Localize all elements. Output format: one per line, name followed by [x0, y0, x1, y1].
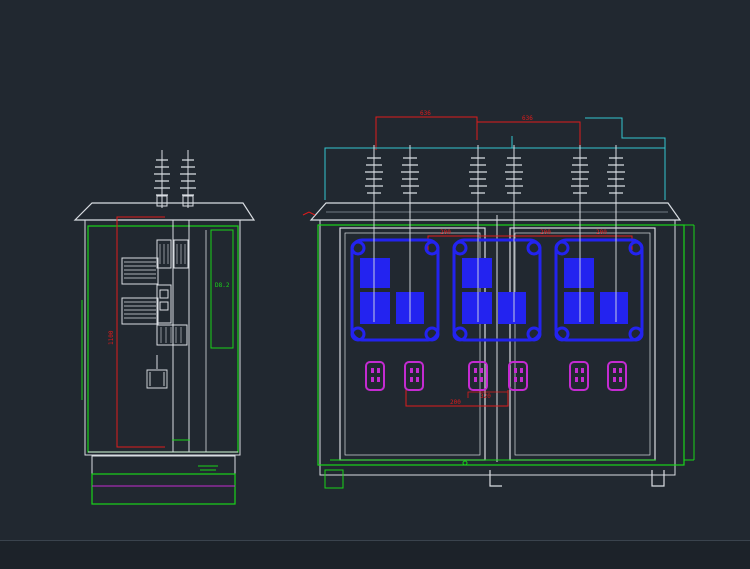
fuse-icon: [468, 361, 488, 391]
svg-text:200: 200: [540, 229, 551, 236]
insulator-bushing-icon: [154, 150, 170, 208]
transformer-coil-icon: [498, 292, 526, 324]
fuse-icon: [365, 361, 385, 391]
fuse-icon: [404, 361, 424, 391]
svg-text:320: 320: [480, 393, 491, 400]
svg-text:200: 200: [596, 229, 607, 236]
transformer-coil-icon: [564, 292, 594, 324]
transformer-coil-icon: [564, 258, 594, 288]
insulator-bushing-icon: [401, 145, 419, 218]
svg-text:200: 200: [450, 399, 461, 406]
fuse-row: [365, 361, 627, 391]
top-dim-label-left: 636: [420, 110, 431, 117]
transformer-coil-icon: [600, 292, 628, 324]
transformer-group-1: [350, 238, 440, 342]
front-body-green-frame: [317, 224, 685, 466]
transformer-coil-icon: [121, 257, 159, 325]
fuse-icon: [508, 361, 528, 391]
top-dim-label-right: 636: [522, 115, 533, 122]
front-elevation-view: 636 636: [302, 110, 695, 489]
transformer-coil-icon: [360, 258, 390, 288]
top-dimension-bracket: [375, 116, 478, 150]
transformer-coil-icon: [360, 292, 390, 324]
side-body-outline: [84, 219, 241, 456]
side-height-bracket: [116, 216, 165, 448]
status-bar: [0, 540, 750, 569]
transformer-group-2: [452, 238, 542, 342]
svg-text:D8.2: D8.2: [215, 282, 230, 289]
insulator-bushing-icon: [607, 145, 625, 218]
transformer-coil-icon: [462, 292, 492, 324]
transformer-group-3: [554, 238, 644, 342]
insulator-bushing-icon: [365, 145, 383, 218]
side-height-label: 1100: [108, 330, 115, 345]
bottom-dimension-bracket: [405, 390, 509, 407]
insulator-bushing-icon: [469, 145, 487, 218]
front-roof: [309, 202, 682, 221]
transformer-coil-icon: [462, 258, 492, 288]
fuse-icon: [607, 361, 627, 391]
side-base-green: [91, 473, 236, 505]
fuse-icon: [569, 361, 589, 391]
insulator-bushing-icon: [571, 145, 589, 218]
svg-text:200: 200: [440, 229, 451, 236]
side-panel-green: [210, 229, 234, 349]
side-elevation-view: 1100 D8.2: [73, 150, 256, 505]
insulator-bushing-icon: [505, 145, 523, 218]
insulator-bushing-icon: [180, 150, 196, 208]
